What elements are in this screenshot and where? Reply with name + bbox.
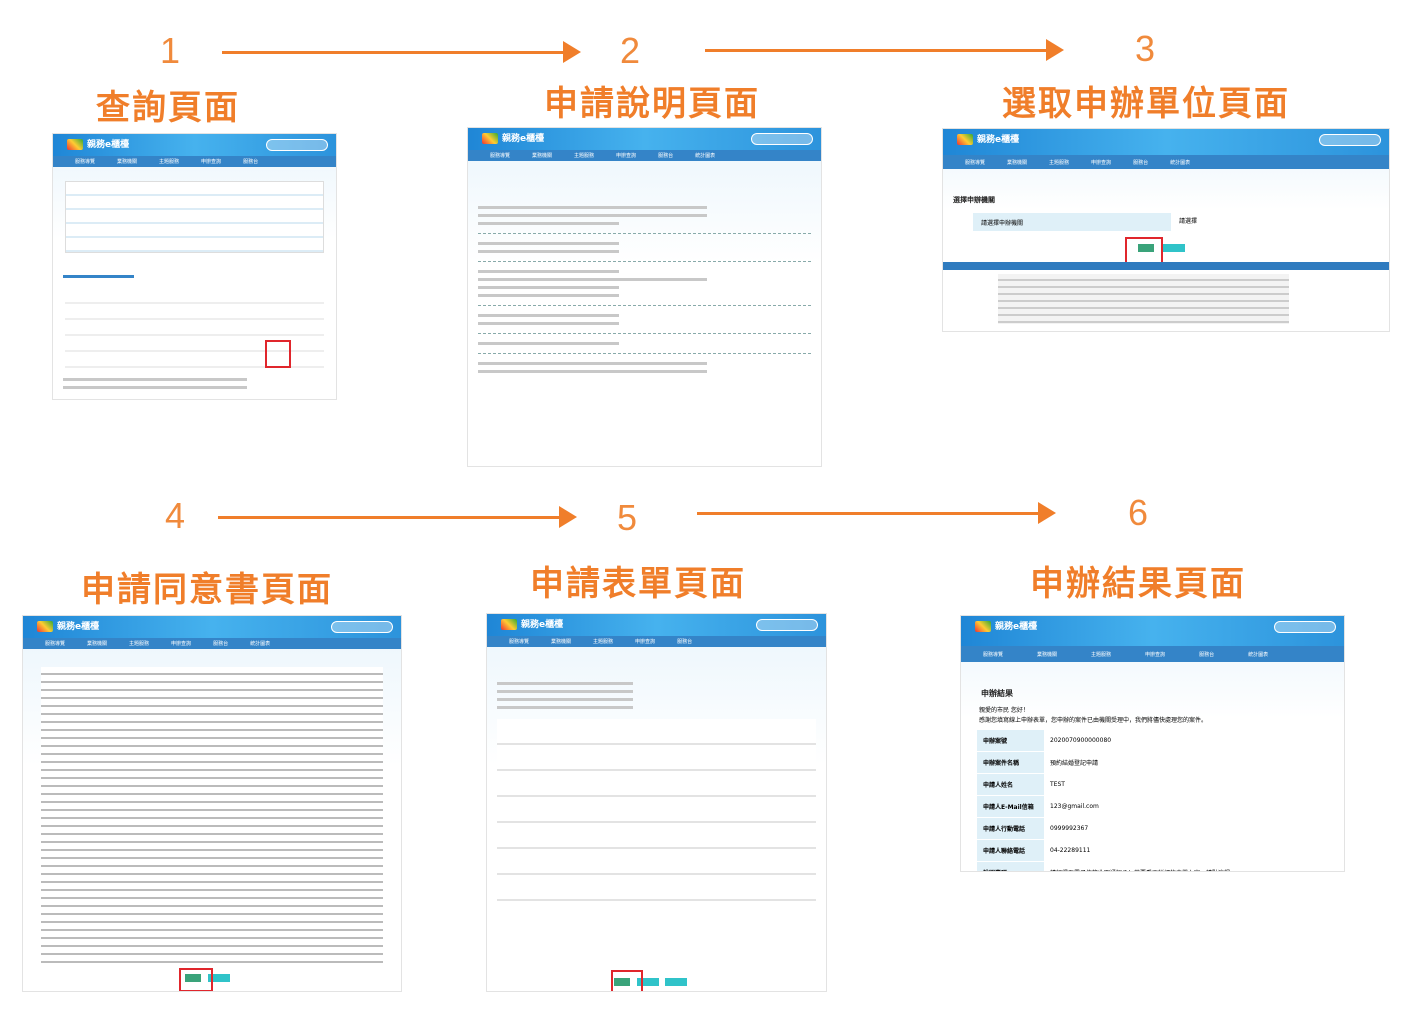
text-label: 申辦查詢: [201, 159, 222, 165]
text-label: 統計圖表: [1170, 159, 1191, 166]
text-label: 統計圖表: [250, 641, 271, 647]
text-label: 服務導覽: [75, 159, 96, 165]
step-number-2: 2: [619, 30, 641, 71]
text-label: 服務台: [1199, 651, 1215, 658]
text-label: 主題服務: [593, 639, 614, 645]
highlight-apply-icon: [265, 340, 291, 368]
screenshot-consent-page: 親務e櫃檯 服務導覽 業務機關 主題服務 申辦查詢 服務台 統計圖表: [22, 615, 402, 992]
text-label: 親務e櫃檯: [957, 132, 1019, 145]
step-title-5: 申請表單頁面: [530, 564, 746, 604]
text-label: 申請人E-Mail信箱: [977, 795, 1044, 818]
text-label: 2020070900000080: [1044, 730, 1332, 752]
text-label: 親務e櫃檯: [37, 619, 99, 632]
text-label: 服務台: [677, 639, 693, 645]
text-label: 服務導覽: [983, 651, 1004, 658]
text-label: 業務機關: [1007, 159, 1028, 166]
screenshot-result-page: 親務e櫃檯 服務導覽 業務機關 主題服務 申辦查詢 服務台 統計圖表 申辦結果 親愛的市民…: [960, 615, 1345, 872]
text-label: 服務導覽: [490, 153, 511, 159]
text-label: 請記得至電子信箱收取通知函！若要看更詳細的表單內容，請點這裡: [1044, 861, 1332, 871]
agency-select[interactable]: 請選擇: [1171, 213, 1359, 231]
agency-label: 請選擇申辦機關: [981, 219, 1024, 227]
text-label: 業務機關: [532, 153, 553, 159]
flow-arrow: [218, 506, 577, 528]
screenshot-select-agency-page: 親務e櫃檯 服務導覽 業務機關 主題服務 申辦查詢 服務台 統計圖表 選擇申辦機關 請選擇…: [942, 128, 1390, 332]
text-label: 預約結婚登記申請: [1044, 751, 1332, 774]
text-label: TEST: [1044, 773, 1332, 796]
step-number-4: 4: [164, 495, 186, 536]
text-label: 業務機關: [1037, 651, 1058, 658]
result-message: 感謝您填寫線上申辦表單，您申辦的案件已由機關受理中，我們將儘快處理您的案件。: [979, 717, 1208, 724]
text-label: 申辦查詢: [171, 641, 192, 647]
text-label: 主題服務: [129, 641, 150, 647]
text-label: 主題服務: [159, 159, 180, 165]
flow-arrow: [697, 502, 1056, 524]
greeting: 親愛的市民 您好！: [979, 707, 1029, 714]
screenshot-form-page: 親務e櫃檯 服務導覽 業務機關 主題服務 申辦查詢 服務台: [486, 613, 827, 992]
site-logo: 親務e櫃檯: [67, 137, 129, 150]
text-label: 服務導覽: [45, 641, 66, 647]
text-label: 服務台: [213, 641, 229, 647]
text-label: 統計圖表: [695, 153, 716, 159]
step-number-6: 6: [1127, 492, 1149, 533]
flow-arrow: [222, 41, 581, 63]
text-label: 主題服務: [1091, 651, 1112, 658]
text-label: 親務e櫃檯: [975, 619, 1037, 632]
step-number-3: 3: [1134, 28, 1156, 69]
text-label: 申請人姓名: [977, 773, 1044, 796]
text-label: 主題服務: [574, 153, 595, 159]
step-title-6: 申辦結果頁面: [1030, 564, 1246, 604]
text-label: 服務導覽: [509, 639, 530, 645]
text-label: 申請人行動電話: [977, 817, 1044, 840]
text-label: 服務台: [1133, 159, 1149, 166]
text-label: 申請人聯絡電話: [977, 839, 1044, 862]
text-label: 123@gmail.com: [1044, 795, 1332, 818]
step-number-5: 5: [616, 497, 638, 538]
screenshot-query-page: 親務e櫃檯 服務導覽 業務機關 主題服務 申辦查詢 服務台: [52, 133, 337, 400]
text-label: 申辦查詢: [1145, 651, 1166, 658]
step-title-2: 申請說明頁面: [544, 84, 760, 124]
result-heading: 申辦結果: [981, 689, 1013, 698]
text-label: 服務台: [243, 159, 259, 165]
step-title-4: 申請同意書頁面: [81, 570, 333, 610]
text-label: 服務台: [658, 153, 674, 159]
text-label: 業務機關: [117, 159, 138, 165]
text-label: 申辦查詢: [616, 153, 637, 159]
section-title: 選擇申辦機關: [953, 196, 995, 204]
step-title-1: 查詢頁面: [96, 88, 240, 128]
step-title-3: 選取申辦單位頁面: [1002, 84, 1290, 124]
text-label: 親務e櫃檯: [482, 131, 544, 144]
text-label: 申辦查詢: [1091, 159, 1112, 166]
text-label: 業務機關: [87, 641, 108, 647]
text-label: 申辦查詢: [635, 639, 656, 645]
step-number-1: 1: [159, 30, 181, 71]
text-label: 親務e櫃檯: [501, 617, 563, 630]
text-label: 申辦案號: [977, 730, 1044, 752]
text-label: 0999992367: [1044, 817, 1332, 840]
text-label: 04-22289111: [1044, 839, 1332, 862]
confirm-button[interactable]: [1138, 244, 1154, 252]
text-label: 申辦案件名稱: [977, 751, 1044, 774]
text-label: 服務導覽: [965, 159, 986, 166]
table-row: 說明事項請記得至電子信箱收取通知函！若要看更詳細的表單內容，請點這裡: [977, 861, 1332, 871]
text-label: 業務機關: [551, 639, 572, 645]
screenshot-instructions-page: 親務e櫃檯 服務導覽 業務機關 主題服務 申辦查詢 服務台 統計圖表: [467, 127, 822, 467]
text-label: 主題服務: [1049, 159, 1070, 166]
table-row: 申辦案件名稱預約結婚登記申請: [977, 751, 1332, 774]
back-button[interactable]: [1163, 244, 1185, 252]
text-label: 說明事項: [977, 861, 1044, 871]
flow-arrow: [705, 39, 1064, 61]
text-label: 統計圖表: [1248, 651, 1269, 658]
